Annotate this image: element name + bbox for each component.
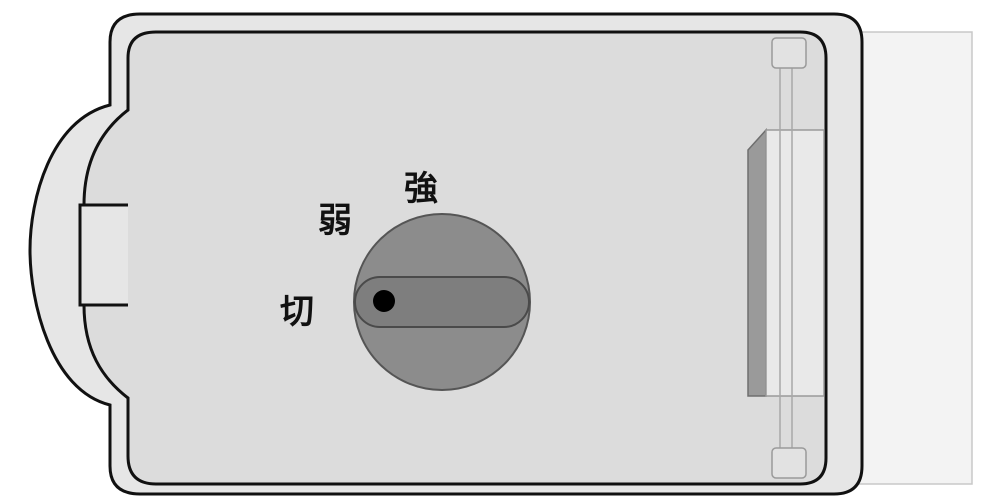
- side-rail: [765, 129, 825, 397]
- dial-label-weak: 弱: [318, 201, 352, 241]
- indicator-dot-icon: [373, 290, 395, 312]
- side-strip: [747, 128, 767, 397]
- left-tab-notch: [78, 203, 128, 307]
- dial-slot: [354, 276, 530, 328]
- rail-cap-top: [771, 37, 807, 69]
- dial-label-off: 切: [280, 292, 314, 332]
- rail-cap-bottom: [771, 447, 807, 479]
- dial-label-strong: 強: [404, 169, 438, 209]
